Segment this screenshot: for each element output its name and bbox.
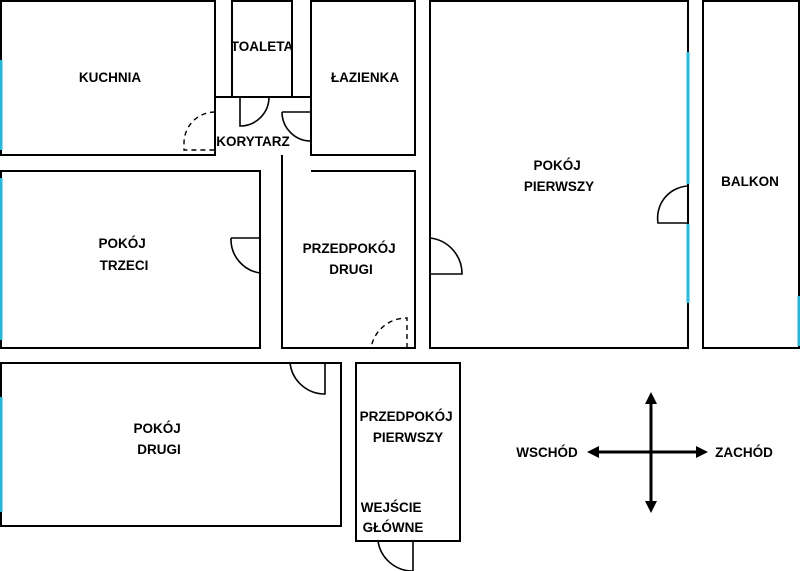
label-wejscie-glowne: WEJŚCIE GŁÓWNE — [361, 500, 426, 535]
label-przedpokoj-pierwszy: PRZEDPOKÓJ PIERWSZY — [360, 409, 457, 445]
compass-label-wschod: WSCHÓD — [516, 445, 578, 460]
door-kuchnia — [183, 111, 216, 151]
label-pokoj-trzeci: POKÓJ TRZECI — [98, 236, 149, 273]
arrow-left-icon — [587, 446, 599, 458]
door-pokoj-pierwszy-left — [429, 237, 463, 275]
label-przedpokoj-drugi: PRZEDPOKÓJ DRUGI — [303, 241, 400, 277]
door-pokoj-drugi — [289, 362, 326, 395]
arrow-right-icon — [696, 446, 708, 458]
room-przedpokoj-drugi — [281, 155, 416, 349]
arrow-up-icon — [645, 392, 657, 404]
room-pokoj-pierwszy — [429, 0, 689, 349]
label-korytarz: KORYTARZ — [216, 134, 290, 149]
room-balkon — [702, 0, 800, 349]
room-lazienka — [310, 0, 416, 156]
compass-label-zachod: ZACHÓD — [715, 445, 773, 460]
door-przedpokoj-drugi — [370, 317, 408, 349]
door-pokoj-trzeci — [230, 237, 261, 274]
label-pokoj-pierwszy: POKÓJ PIERWSZY — [524, 158, 594, 194]
compass: WSCHÓD ZACHÓD — [516, 392, 773, 513]
door-wejscie-glowne — [377, 540, 414, 571]
door-toaleta — [239, 96, 270, 127]
door-balkon — [656, 185, 689, 224]
label-kuchnia: KUCHNIA — [79, 70, 141, 85]
label-toaleta: TOALETA — [231, 39, 294, 54]
label-balkon: BALKON — [721, 174, 779, 189]
label-lazienka: ŁAZIENKA — [331, 70, 399, 85]
room-przedpokoj-pierwszy — [355, 362, 461, 542]
arrow-down-icon — [645, 501, 657, 513]
door-lazienka — [281, 111, 312, 142]
label-pokoj-drugi: POKÓJ DRUGI — [133, 421, 184, 457]
